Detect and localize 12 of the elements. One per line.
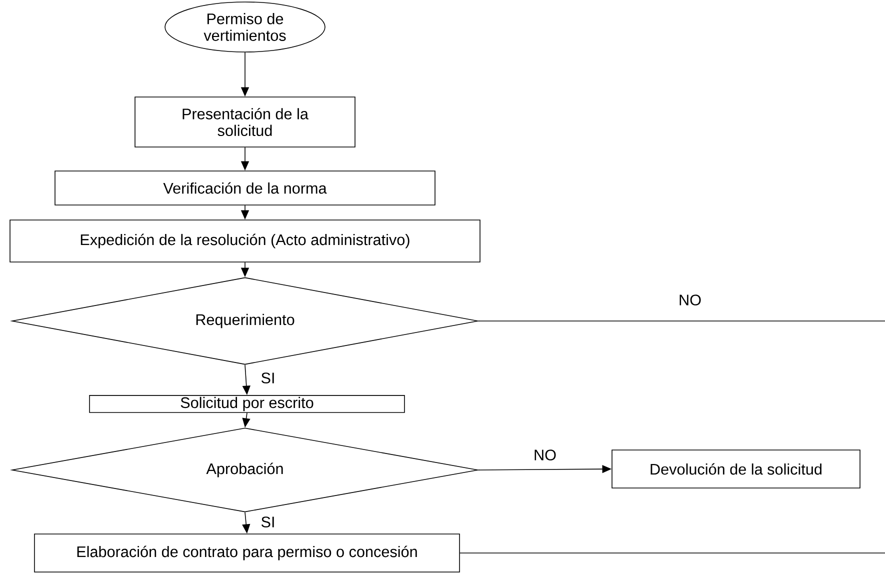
edge-label: SI <box>259 515 277 529</box>
process-box: Elaboración de contrato para permiso o concesión <box>34 534 460 572</box>
edge-label: NO <box>677 293 703 307</box>
process-box: Solicitud por escrito <box>89 395 405 413</box>
edge-label: NO <box>532 448 558 462</box>
process-box: Devolución de la solicitud <box>612 450 860 488</box>
process-box: Presentación de la solicitud <box>134 96 356 148</box>
edge-label: SI <box>259 371 277 385</box>
connector-line <box>478 320 885 322</box>
process-box: Expedición de la resolución (Acto administrativo) <box>10 220 480 262</box>
connector-line <box>460 552 885 554</box>
process-box: Verificación de la norma <box>54 170 436 206</box>
